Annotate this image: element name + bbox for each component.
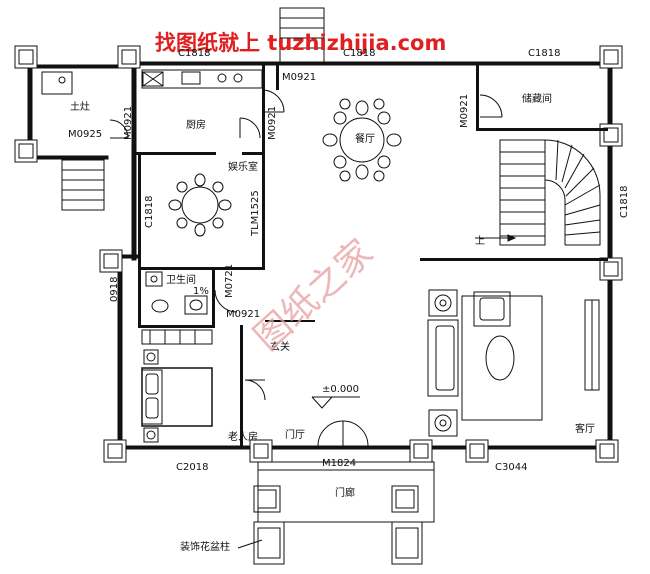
room-label-bathroom: 卫生间 — [166, 273, 196, 286]
room-label-foyer: 玄关 — [270, 340, 290, 353]
room-label-elder-room: 老人房 — [228, 430, 258, 443]
porch — [237, 461, 435, 565]
label-c1818-entertainment: C1818 — [144, 196, 155, 228]
label-slope: 1% — [193, 286, 209, 297]
label-m0921-storage: M0921 — [459, 94, 470, 128]
corner-columns — [14, 45, 623, 463]
label-c1818-storage: C1818 — [528, 48, 560, 59]
label-m0921-dining: M0921 — [267, 106, 278, 140]
room-label-kitchen: 厨房 — [186, 118, 206, 131]
watermark-diagonal: 图纸之家 — [247, 232, 381, 359]
label-m0921-kitchen: M0921 — [123, 106, 134, 140]
room-label-entertainment: 娱乐室 — [228, 160, 258, 173]
label-stair-up: 上 — [475, 235, 485, 247]
label-m1824: M1824 — [322, 458, 356, 469]
interior-walls — [136, 65, 608, 446]
label-c2018: C2018 — [176, 462, 208, 473]
room-label-entrance-hall: 门厅 — [285, 428, 305, 441]
room-label-living: 客厅 — [575, 422, 595, 435]
room-label-storage: 储藏间 — [522, 92, 552, 105]
label-m0921-bath: M0921 — [226, 309, 260, 320]
room-label-column: 装饰花盆柱 — [180, 540, 230, 553]
room-label-stove: 土灶 — [70, 100, 90, 113]
label-c1818-kitchen: C1818 — [178, 48, 210, 59]
label-c1818-dining: C1818 — [343, 48, 375, 59]
label-m0921-top: M0921 — [282, 72, 316, 83]
room-label-dining: 餐厅 — [355, 132, 375, 145]
entrance-steps — [61, 7, 325, 211]
room-label-porch: 门廊 — [335, 486, 355, 499]
label-c3044: C3044 — [495, 462, 527, 473]
label-c0918: 0918 — [109, 277, 120, 302]
label-c1818-right: C1818 — [619, 186, 630, 218]
label-m0721: M0721 — [224, 264, 235, 298]
stairs — [475, 139, 601, 246]
label-m0925: M0925 — [68, 129, 102, 140]
label-elevation: ±0.000 — [322, 384, 359, 395]
doors — [109, 89, 503, 447]
label-tlm1525: TLM1525 — [250, 190, 261, 237]
furniture — [41, 69, 600, 443]
watermark-top: 找图纸就上 tuzhizhijia.com — [155, 31, 446, 55]
